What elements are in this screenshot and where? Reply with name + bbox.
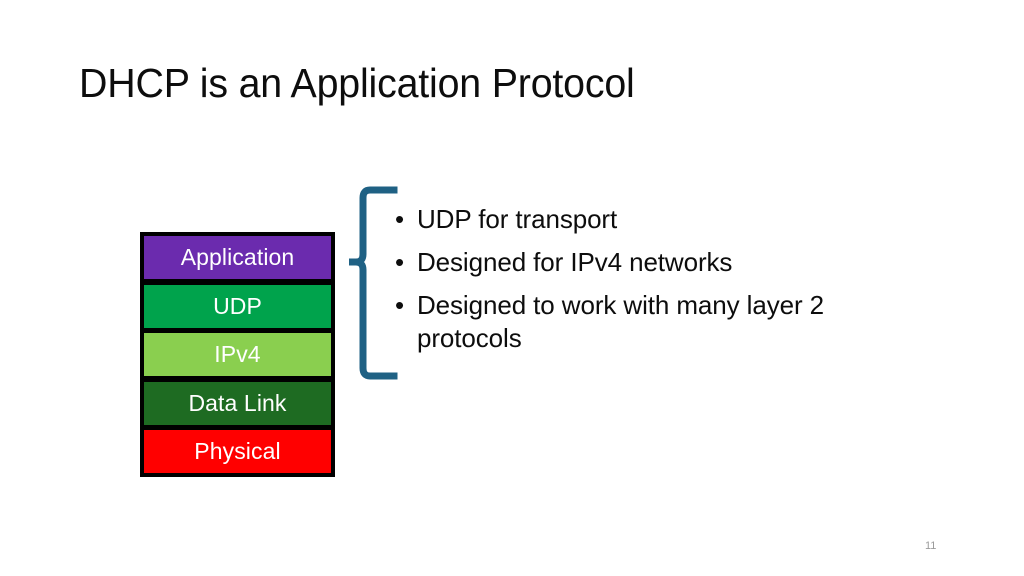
stack-layer-application: Application	[144, 236, 331, 279]
stack-layer-label: Physical	[194, 438, 281, 464]
page-title: DHCP is an Application Protocol	[79, 60, 635, 106]
stack-layer-ipv4: IPv4	[144, 333, 331, 376]
bullet-marker-icon: •	[395, 247, 405, 277]
list-item: • Designed to work with many layer 2 pro…	[395, 289, 915, 355]
list-item: • Designed for IPv4 networks	[395, 246, 915, 279]
stack-layer-physical: Physical	[144, 430, 331, 473]
list-item: • UDP for transport	[395, 203, 915, 236]
stack-layer-label: IPv4	[214, 341, 261, 367]
stack-layer-label: Data Link	[188, 389, 287, 416]
stack-layer-udp: UDP	[144, 284, 331, 328]
stack-layer-label: Application	[180, 244, 295, 270]
bullet-marker-icon: •	[395, 204, 405, 234]
page-number: 11	[925, 540, 937, 552]
bullet-marker-icon: •	[395, 290, 405, 320]
curly-brace-icon	[344, 184, 400, 382]
stack-layer-label: UDP	[213, 292, 262, 319]
protocol-stack-diagram: Application UDP IPv4 Data Link Physical	[140, 232, 335, 477]
stack-layer-data-link: Data Link	[144, 381, 331, 425]
list-item-label: UDP for transport	[417, 204, 618, 234]
list-item-label: Designed for IPv4 networks	[417, 247, 733, 277]
list-item-label: Designed to work with many layer 2 proto…	[417, 290, 825, 353]
bullet-list: • UDP for transport • Designed for IPv4 …	[395, 203, 915, 355]
